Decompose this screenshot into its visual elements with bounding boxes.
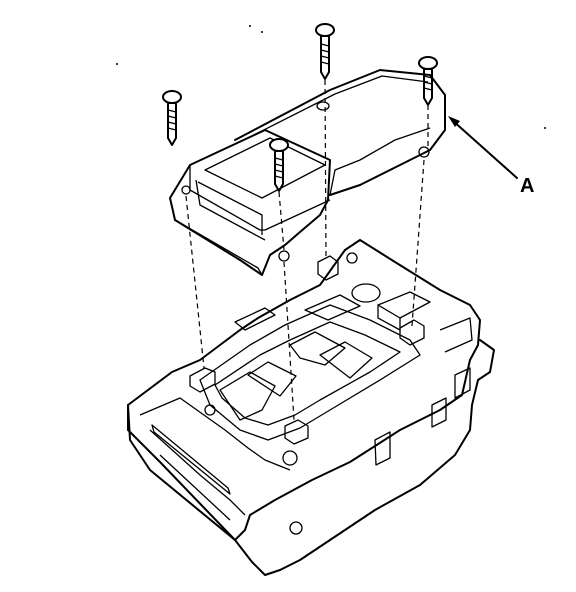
screw-3 (418, 56, 438, 106)
scan-specks (116, 25, 546, 129)
screw-1 (162, 90, 182, 146)
part-a-cover (169, 69, 446, 276)
screw-4 (269, 138, 289, 192)
callout-label-a: A (520, 175, 535, 197)
alignment-lines (185, 79, 429, 421)
callout-leader (448, 116, 518, 179)
screw-2 (315, 23, 335, 80)
base-housing (127, 239, 495, 576)
screws (162, 23, 438, 192)
